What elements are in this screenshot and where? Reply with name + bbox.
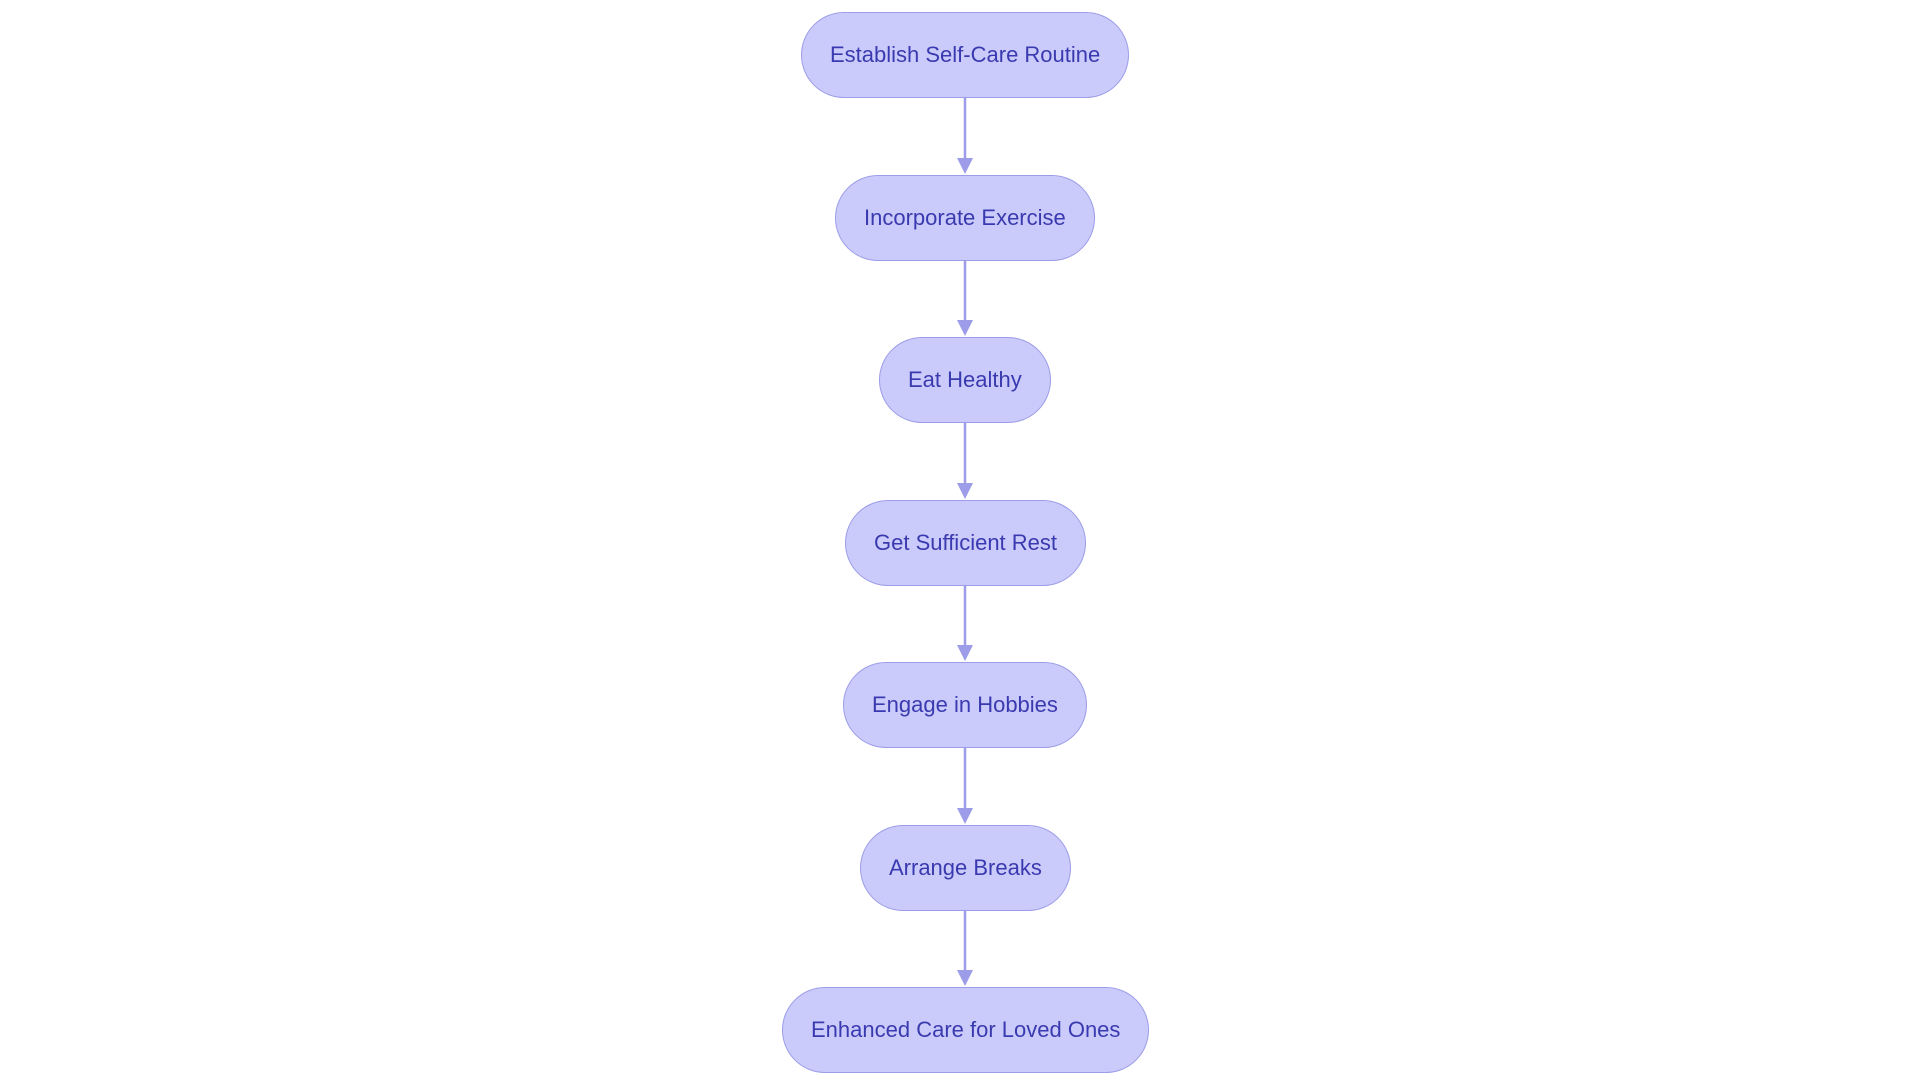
arrowhead bbox=[957, 320, 973, 336]
arrowhead bbox=[957, 483, 973, 499]
node-engage-in-hobbies: Engage in Hobbies bbox=[843, 662, 1087, 748]
node-arrange-breaks: Arrange Breaks bbox=[860, 825, 1071, 911]
arrowhead bbox=[957, 645, 973, 661]
arrowhead bbox=[957, 808, 973, 824]
node-eat-healthy: Eat Healthy bbox=[879, 337, 1051, 423]
node-get-sufficient-rest: Get Sufficient Rest bbox=[845, 500, 1087, 586]
arrowhead bbox=[957, 158, 973, 174]
node-establish-self-care-routine: Establish Self-Care Routine bbox=[801, 12, 1130, 98]
arrowhead bbox=[957, 970, 973, 986]
node-incorporate-exercise: Incorporate Exercise bbox=[835, 175, 1095, 261]
node-enhanced-care-for-loved-ones: Enhanced Care for Loved Ones bbox=[782, 987, 1150, 1073]
